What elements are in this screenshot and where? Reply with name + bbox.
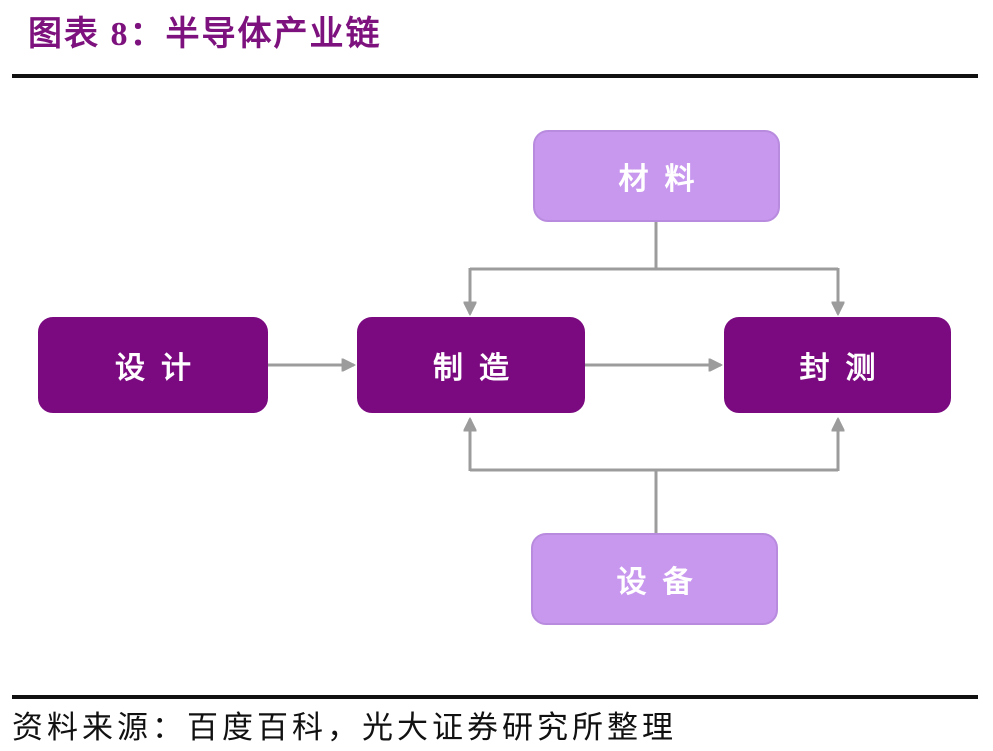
- node-equipment-label: 设备: [616, 566, 709, 599]
- node-manufacturing-label: 制造: [433, 352, 525, 385]
- top-divider: [12, 74, 978, 78]
- node-packaging-testing: 封测: [724, 317, 951, 413]
- node-materials: 材料: [533, 130, 780, 222]
- node-manufacturing: 制造: [357, 317, 585, 413]
- source-note: 资料来源：百度百科，光大证券研究所整理: [12, 710, 677, 745]
- node-materials-label: 材料: [618, 163, 711, 196]
- node-design-label: 设计: [115, 352, 207, 385]
- node-packaging-testing-label: 封测: [799, 352, 892, 385]
- node-design: 设计: [38, 317, 268, 413]
- figure-title: 图表 8：半导体产业链: [28, 16, 382, 53]
- node-equipment: 设备: [531, 533, 778, 625]
- bottom-divider: [12, 695, 978, 699]
